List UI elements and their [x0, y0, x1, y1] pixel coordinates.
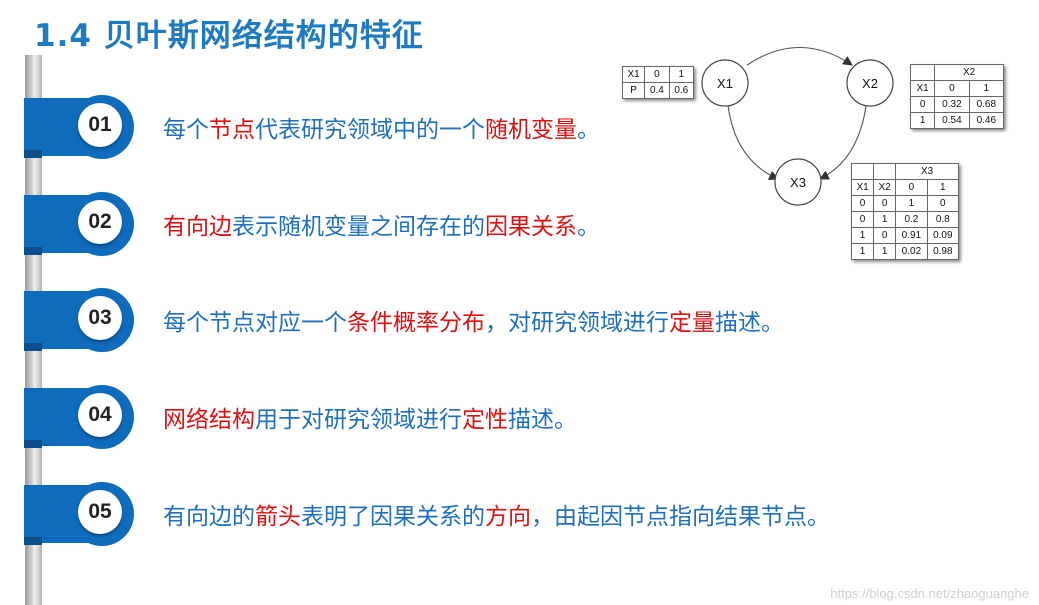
watermark: https://blog.csdn.net/zhaoguanghe: [830, 586, 1029, 601]
cpt-x2-title: X2: [934, 64, 1004, 81]
cpt-x3-cell: 1: [850, 227, 875, 244]
text-segment: 描述。: [508, 407, 577, 433]
cpt-x3-cell: 0.02: [895, 243, 928, 260]
text-segment: 。: [577, 117, 600, 143]
highlighted-term: 箭头: [255, 504, 301, 530]
feature-item: 01 每个节点代表研究领域中的一个随机变量。: [0, 92, 1039, 162]
cpt-x3-cell: 0: [850, 211, 875, 228]
cpt-x3-cell: 0.8: [926, 211, 960, 228]
text-segment: 每个: [163, 117, 209, 143]
highlighted-term: 随机变量: [485, 117, 577, 143]
cpt-x2-cell: 1: [909, 112, 936, 129]
cpt-x2-table: X2 X1 0 1 0 0.32 0.68 1 0.54 0.46: [909, 64, 1005, 129]
cpt-x1-cell: P: [621, 82, 646, 99]
cpt-x2-blank: [909, 64, 936, 81]
item-number-badge: 03: [78, 296, 122, 340]
cpt-x1-table: X1 0 1 P 0.4 0.6: [621, 66, 695, 99]
highlighted-term: 因果关系: [485, 214, 577, 240]
highlighted-term: 方向: [485, 504, 531, 530]
text-segment: 有向边的: [163, 504, 255, 530]
item-text: 每个节点对应一个条件概率分布，对研究领域进行定量描述。: [163, 303, 784, 337]
cpt-x3-cell: 0.2: [895, 211, 928, 228]
cpt-x1-header-cell: X1: [621, 66, 646, 83]
cpt-x3-cell: 0.09: [926, 227, 960, 244]
cpt-x3-cell: 0: [873, 195, 897, 212]
item-text: 有向边的箭头表明了因果关系的方向，由起因节点指向结果节点。: [163, 497, 830, 531]
text-segment: 。: [577, 214, 600, 240]
item-text: 网络结构用于对研究领域进行定性描述。: [163, 400, 577, 434]
cpt-x3-table: X3 X1 X2 0 1 0 0 1 0 0 1 0.2 0.8 1 0 0.9…: [850, 163, 960, 260]
cpt-x3-title: X3: [895, 163, 959, 180]
cpt-x2-header-cell: 1: [968, 80, 1005, 97]
feature-item: 03 每个节点对应一个条件概率分布，对研究领域进行定量描述。: [0, 285, 1039, 355]
text-segment: 表明了因果关系的: [301, 504, 485, 530]
cpt-x2-header-cell: X1: [909, 80, 936, 97]
item-number-badge: 05: [78, 490, 122, 534]
highlighted-term: 定性: [462, 407, 508, 433]
cpt-x2-cell: 0.54: [934, 112, 970, 129]
cpt-x3-cell: 0: [873, 227, 897, 244]
cpt-x1-header-cell: 0: [644, 66, 670, 83]
cpt-x3-header-cell: X1: [850, 179, 875, 196]
cpt-x1-cell: 0.6: [668, 82, 695, 99]
text-segment: 用于对研究领域进行: [255, 407, 462, 433]
cpt-x3-cell: 0.91: [895, 227, 928, 244]
item-number-badge: 04: [78, 393, 122, 437]
item-text: 每个节点代表研究领域中的一个随机变量。: [163, 110, 600, 144]
cpt-x3-header-cell: X2: [873, 179, 897, 196]
cpt-x2-cell: 0.46: [968, 112, 1005, 129]
item-tab-fold: [24, 150, 42, 158]
highlighted-term: 条件概率分布: [347, 310, 485, 336]
feature-item: 02 有向边表示随机变量之间存在的因果关系。: [0, 189, 1039, 259]
text-segment: 代表研究领域中的一个: [255, 117, 485, 143]
cpt-x3-header-cell: 0: [895, 179, 928, 196]
cpt-x3-cell: 1: [895, 195, 928, 212]
cpt-x3-blank: [873, 163, 897, 180]
page-title: 1.4 贝叶斯网络结构的特征: [34, 18, 424, 54]
text-segment: ，对研究领域进行: [485, 310, 669, 336]
edge-x1-x2: [746, 47, 853, 66]
cpt-x3-cell: 0.98: [926, 243, 960, 260]
feature-item: 05 有向边的箭头表明了因果关系的方向，由起因节点指向结果节点。: [0, 479, 1039, 549]
cpt-x2-header-cell: 0: [934, 80, 970, 97]
node-x3-label: X3: [790, 175, 806, 190]
cpt-x1-header-cell: 1: [668, 66, 695, 83]
node-x1-label: X1: [717, 76, 733, 91]
item-tab-fold: [24, 440, 42, 448]
text-segment: 表示随机变量之间存在的: [232, 214, 485, 240]
highlighted-term: 有向边: [163, 214, 232, 240]
cpt-x3-cell: 0: [926, 195, 960, 212]
feature-item: 04 网络结构用于对研究领域进行定性描述。: [0, 382, 1039, 452]
highlighted-term: 网络结构: [163, 407, 255, 433]
cpt-x1-cell: 0.4: [644, 82, 670, 99]
text-segment: 每个节点对应一个: [163, 310, 347, 336]
cpt-x2-cell: 0.68: [968, 96, 1005, 113]
cpt-x3-blank: [850, 163, 875, 180]
text-segment: ，由起因节点指向结果节点。: [531, 504, 830, 530]
highlighted-term: 节点: [209, 117, 255, 143]
item-tab-fold: [24, 537, 42, 545]
item-tab-fold: [24, 343, 42, 351]
node-x2-label: X2: [862, 76, 878, 91]
cpt-x3-header-cell: 1: [926, 179, 960, 196]
cpt-x3-cell: 1: [873, 211, 897, 228]
cpt-x2-cell: 0: [909, 96, 936, 113]
cpt-x3-cell: 1: [873, 243, 897, 260]
item-number-badge: 01: [78, 103, 122, 147]
item-number-badge: 02: [78, 200, 122, 244]
text-segment: 描述。: [715, 310, 784, 336]
cpt-x3-cell: 0: [850, 195, 875, 212]
cpt-x2-cell: 0.32: [934, 96, 970, 113]
item-tab-fold: [24, 247, 42, 255]
item-text: 有向边表示随机变量之间存在的因果关系。: [163, 207, 600, 241]
cpt-x3-cell: 1: [850, 243, 875, 260]
highlighted-term: 定量: [669, 310, 715, 336]
